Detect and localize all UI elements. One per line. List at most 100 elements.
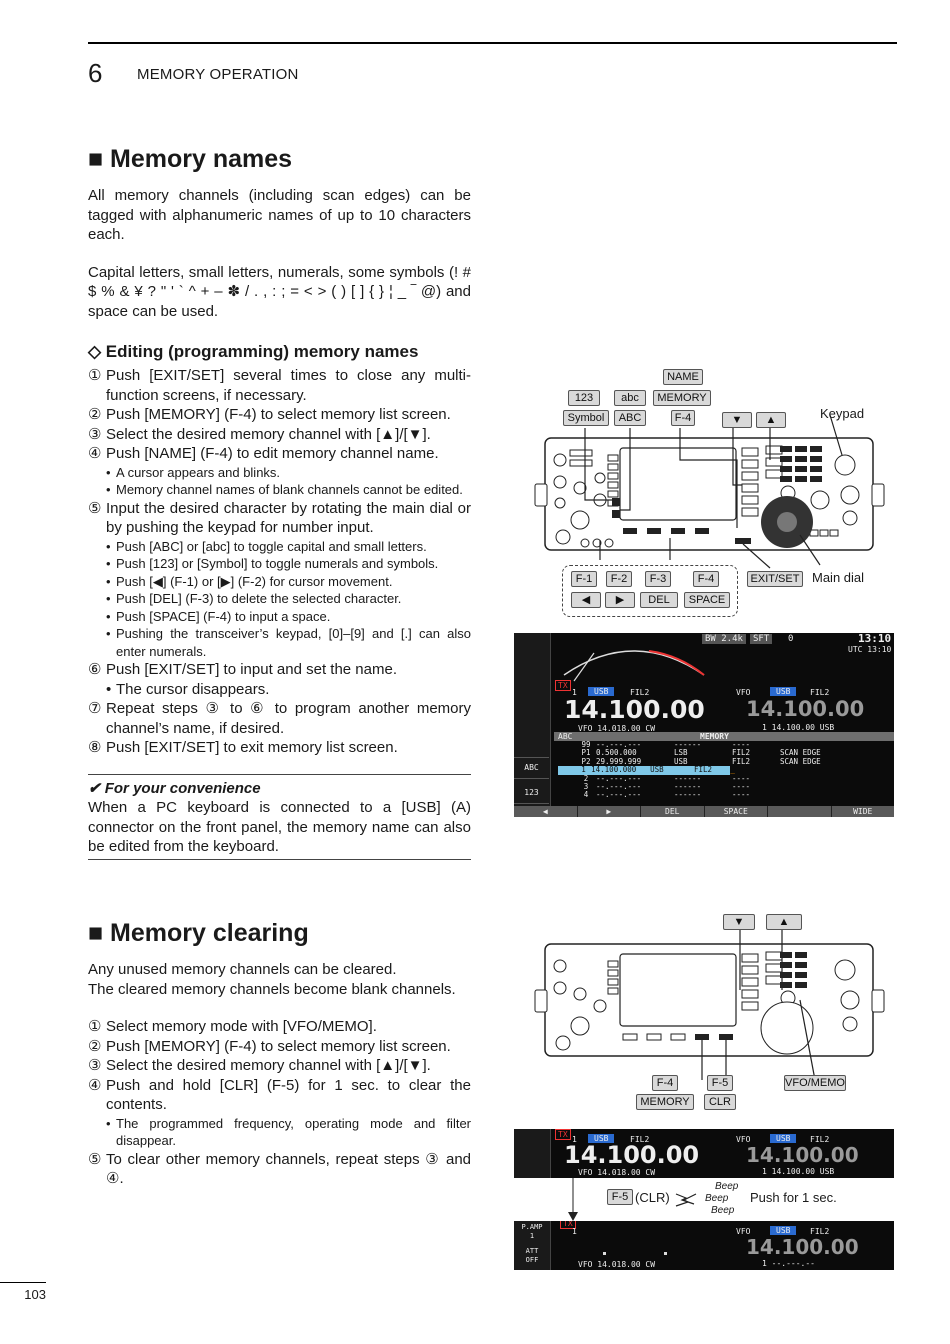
table-cell: USB (674, 756, 688, 766)
table-cell: 2 (583, 773, 589, 783)
fkey-f5[interactable] (768, 806, 832, 817)
filter-indicator: FIL2 (630, 688, 650, 697)
table-cell: P1 (581, 748, 591, 758)
memory-names-section: ■ Memory names All memory channels (incl… (88, 144, 471, 860)
sft-indicator: SFT (750, 634, 773, 644)
key-space: SPACE (684, 592, 730, 608)
mode-indicator-right: USB (770, 1134, 797, 1143)
filter-indicator: FIL2 (630, 1135, 650, 1144)
fkey-f6[interactable]: WIDE (853, 807, 873, 816)
fkey-f2[interactable]: ▶ (578, 806, 641, 817)
key-f1: F-1 (571, 571, 597, 587)
key-f4: F-4 (671, 410, 695, 426)
table-row[interactable]: 4--.---.------------- (558, 790, 894, 800)
fkey-f1[interactable]: ◀ (514, 806, 578, 817)
fkey-f3[interactable]: DEL (641, 806, 705, 817)
paragraph: Capital letters, small letters, numerals… (88, 263, 471, 320)
bw-indicator: BW 2.4k (702, 634, 746, 644)
table-cell: 14.100.000 (591, 765, 637, 775)
table-cell: --.---.--- (596, 781, 642, 791)
key-f4: F-4 (652, 1075, 678, 1091)
function-key-bar: ◀ ▶ DEL SPACE WIDE (514, 806, 894, 817)
sub-readout: VFO 14.018.00 CW (578, 724, 656, 733)
bullet: Push [ABC] or [abc] to toggle capital an… (88, 538, 471, 556)
clr-label: (CLR) (635, 1190, 670, 1205)
tx-indicator: TX (555, 680, 571, 691)
vfo-label: VFO (736, 688, 751, 697)
beep-text: Beep (711, 1205, 735, 1216)
vfo-label: VFO (736, 1227, 751, 1236)
bullet: Push [123] or [Symbol] to toggle numeral… (88, 555, 471, 573)
sub-readout-right: 1 14.100.00 USB (762, 1167, 835, 1176)
bullet: Memory channel names of blank channels c… (88, 481, 471, 499)
table-cell: 3 (583, 781, 589, 791)
mode-indicator: USB (588, 1134, 615, 1143)
key-name: NAME (663, 369, 703, 385)
paragraph: Any unused memory channels can be cleare… (88, 961, 397, 978)
beep-sound-icon (675, 1193, 697, 1207)
tx-indicator: TX (555, 1129, 571, 1140)
table-row[interactable]: 99--.---.------------- (558, 740, 894, 749)
sub-frequency: 14.100.00 (746, 1235, 859, 1259)
chapter-number: 6 (88, 58, 103, 88)
sub-readout-right: 1 14.100.00 USB (762, 723, 835, 732)
table-cell: SCAN EDGE (780, 756, 821, 766)
filter-indicator-right: FIL2 (810, 688, 830, 697)
key-f5: F-5 (707, 1075, 733, 1091)
abc-softkey[interactable]: ABC (514, 757, 549, 779)
mode-indicator: USB (588, 687, 615, 696)
key-f4: F-4 (693, 571, 719, 587)
up-arrow-key: ▲ (766, 914, 802, 930)
key-clr: CLR (704, 1094, 736, 1110)
bullet: Push [SPACE] (F-4) to input a space. (88, 608, 471, 626)
memory-list-title: MEMORY (700, 732, 729, 741)
table-cell: LSB (674, 748, 688, 758)
key-123: 123 (568, 390, 600, 406)
table-row[interactable]: 2--.---.------------- (558, 773, 894, 783)
chapter-title: MEMORY OPERATION (137, 66, 299, 83)
frequency-display-before: TX 1 USB FIL2 14.100.00 VFO 14.018.00 CW… (514, 1129, 894, 1178)
down-arrow-key: ▼ (722, 412, 752, 428)
table-cell: ------ (674, 790, 702, 800)
right-arrow-key: ▶ (605, 592, 635, 608)
table-cell: SCAN EDGE (780, 748, 821, 758)
channel-number: 1 (572, 1135, 577, 1144)
key-f5: F-5 (607, 1189, 633, 1205)
table-cell (780, 791, 880, 799)
sub-frequency: 14.100.00 (746, 1143, 859, 1167)
key-f2: F-2 (606, 571, 632, 587)
paragraph: The cleared memory channels become blank… (88, 980, 456, 998)
convenience-title: ✔ For your convenience (88, 779, 261, 797)
table-cell: FIL2 (694, 765, 713, 775)
transceiver-front-panel-illustration (534, 414, 885, 569)
key-abc-upper: ABC (614, 410, 646, 426)
table-row[interactable]: 3--.---.------------- (558, 781, 894, 791)
table-cell: 4 (583, 790, 589, 800)
fkey-f4[interactable]: SPACE (705, 806, 768, 817)
transceiver-front-panel-illustration-2 (534, 930, 885, 1080)
key-symbol: Symbol (563, 410, 609, 426)
table-cell: _ (730, 765, 806, 775)
bullet: Pushing the transceiver’s keypad, [0]–[9… (88, 625, 471, 660)
table-cell: 1 (581, 765, 586, 775)
beep-text: Beep (715, 1181, 739, 1192)
mode-indicator-right: USB (770, 687, 797, 696)
memory-clearing-section: ■ Memory clearing Any unused memory chan… (88, 918, 471, 1189)
beep-text: Beep (705, 1193, 729, 1204)
num-softkey[interactable]: 123 (514, 783, 549, 804)
table-cell: 0.500.000 (596, 748, 637, 758)
table-cell: P2 (581, 756, 591, 766)
table-cell: FIL2 (732, 756, 751, 766)
